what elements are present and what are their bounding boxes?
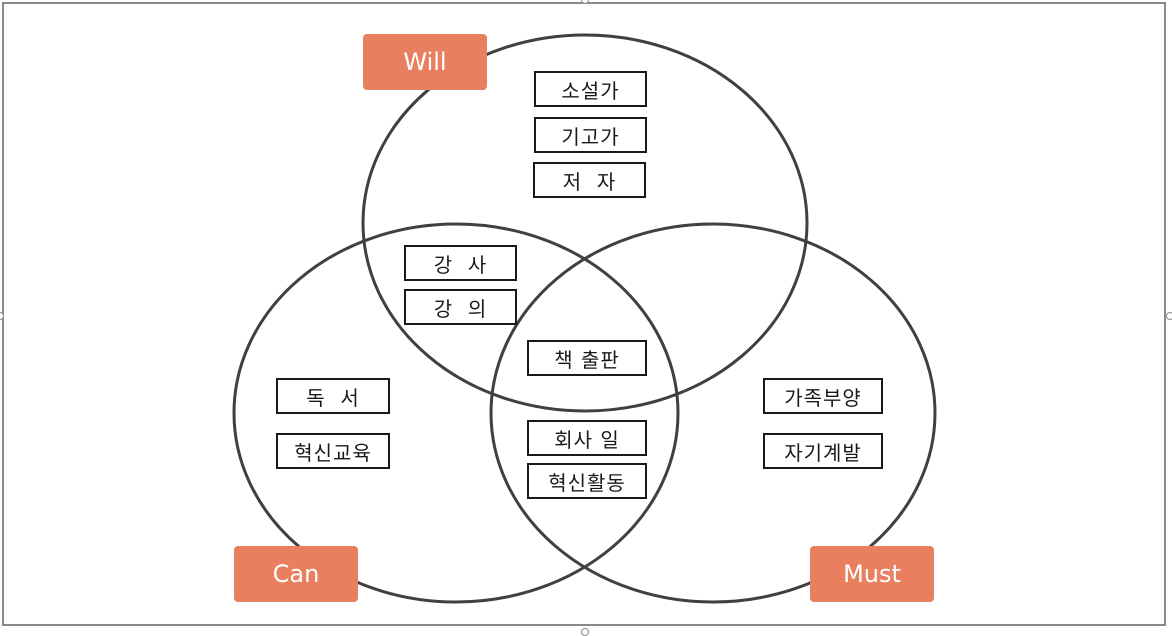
will-circle	[361, 33, 809, 413]
item-will-can-2: 강 의	[404, 289, 517, 325]
item-must-2: 자기계발	[763, 433, 883, 469]
resize-handle-right[interactable]	[1166, 312, 1172, 320]
item-must-1: 가족부양	[763, 378, 883, 414]
must-circle	[489, 222, 937, 604]
can-label: Can	[234, 546, 358, 602]
item-will-1: 소설가	[534, 71, 647, 107]
item-center: 책 출판	[527, 340, 647, 376]
can-circle	[232, 222, 680, 604]
item-can-1: 독 서	[276, 378, 390, 414]
item-will-2: 기고가	[534, 117, 647, 153]
item-can-must-2: 혁신활동	[527, 463, 647, 499]
item-will-can-1: 강 사	[404, 245, 517, 281]
item-can-2: 혁신교육	[276, 433, 390, 469]
item-will-3: 저 자	[533, 162, 646, 198]
item-can-must-1: 회사 일	[527, 420, 647, 456]
must-label: Must	[810, 546, 934, 602]
will-label: Will	[363, 34, 487, 90]
